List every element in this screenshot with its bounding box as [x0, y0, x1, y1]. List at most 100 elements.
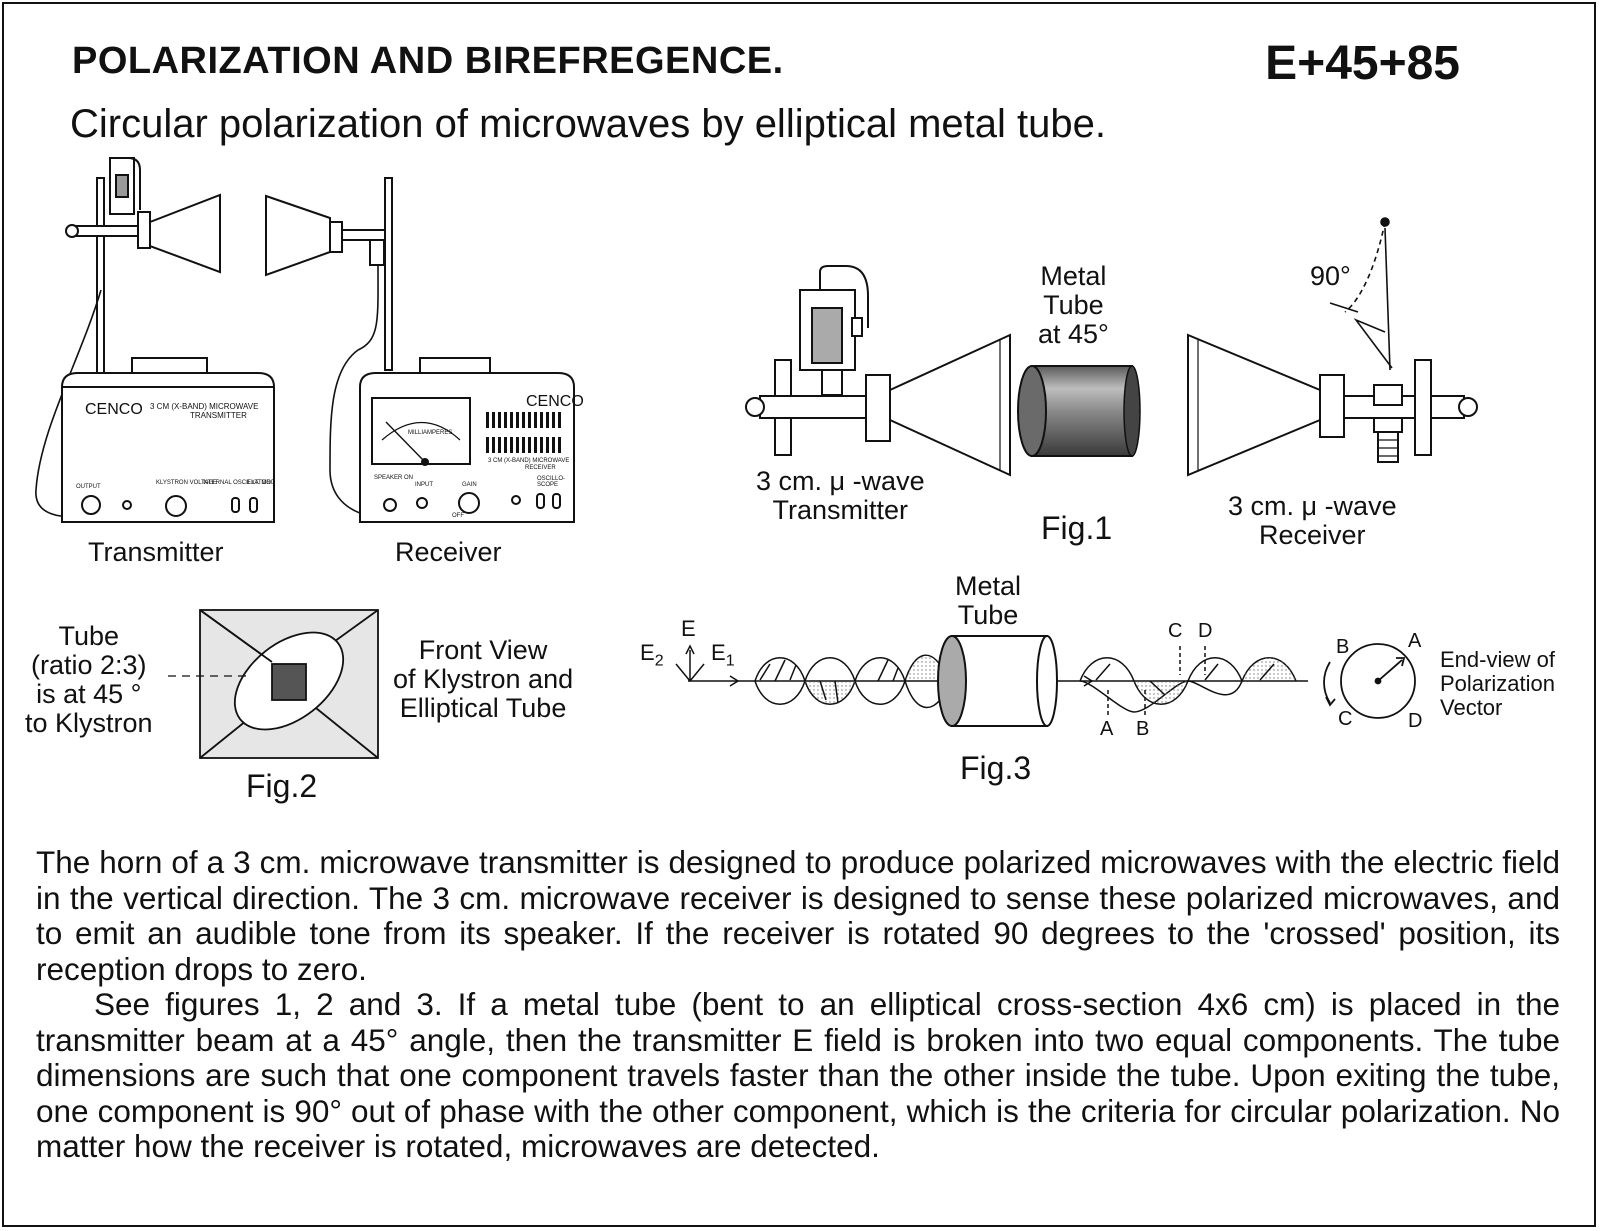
- fig1-metal-tube: [1017, 365, 1141, 457]
- grille-slot: [486, 437, 489, 453]
- grille-slot: [516, 412, 519, 428]
- grille-slot: [528, 437, 531, 453]
- grille-slot: [534, 412, 537, 428]
- fig3-c-top: C: [1168, 620, 1183, 642]
- fig3-e2-sub: 2: [654, 652, 664, 670]
- grille-slot: [546, 412, 549, 428]
- tx-panel-title-1: 3 CM (X-BAND) MICROWAVE: [150, 402, 259, 411]
- fig3-e1-sub: 1: [725, 652, 735, 670]
- tx-klystron-label: KLYSTRON VOLTAGE: [156, 480, 218, 486]
- tx-panel-title-2: TRANSMITTER: [190, 411, 247, 420]
- fig3-tube-label-line2: Tube: [957, 599, 1019, 630]
- rx-oscilloscope-label: OSCILLO-SCOPE: [537, 476, 566, 488]
- fig3-e2-label: E2: [640, 640, 664, 670]
- fig3-b-bottom: B: [1136, 718, 1150, 740]
- fig2-front-view: [168, 609, 379, 759]
- grille-slot: [552, 412, 555, 428]
- tx-extmod-label: EXT. MOD: [247, 480, 276, 486]
- description: The horn of a 3 cm. microwave transmitte…: [36, 844, 1560, 1165]
- fig2-caption: Fig.2: [246, 768, 318, 804]
- grille-slot: [486, 412, 489, 428]
- fig3-metal-tube: [937, 635, 1058, 727]
- tx-oscillator-label: INTERNAL OSCILLATOR: [202, 480, 271, 486]
- fig3-circle-b: B: [1336, 636, 1350, 658]
- rx-panel-title-1: 3 CM (X-BAND) MICROWAVE: [488, 458, 570, 464]
- grille-slot: [492, 437, 495, 453]
- grille-slot: [558, 412, 561, 428]
- grille-slot: [510, 412, 513, 428]
- rx-panel-title-2: RECEIVER: [525, 465, 556, 471]
- fig3-e-label: E: [681, 616, 696, 641]
- fig3-e1-letter: E: [711, 640, 726, 665]
- fig1-tube-label-line1: Metal: [1040, 261, 1107, 291]
- fig3-end-view-line3: Vector: [1440, 695, 1503, 721]
- rx-brand: CENCO: [526, 393, 584, 410]
- experiment-code: E+45+85: [1265, 37, 1460, 90]
- fig1-tube-label: Metal Tube at 45°: [1038, 262, 1109, 349]
- diagram-artwork: [35, 157, 1478, 759]
- fig1-receiver-label-line2: Receiver: [1259, 519, 1366, 550]
- rx-gain-label: GAIN: [462, 482, 477, 488]
- grille-slot: [498, 437, 501, 453]
- page-title: POLARIZATION AND BIREFREGENCE.: [72, 40, 784, 82]
- fig3-circle-d: D: [1408, 710, 1423, 732]
- rx-speaker-label: SPEAKER ON: [374, 475, 414, 481]
- fig3-d-top: D: [1198, 620, 1213, 642]
- fig2-front-view-line1: Front View: [418, 635, 548, 665]
- fig1-caption: Fig.1: [1041, 510, 1113, 546]
- grille-slot: [528, 412, 531, 428]
- fig2-tube-label-line4: to Klystron: [25, 707, 153, 738]
- fig2-front-view-line3: Elliptical Tube: [399, 692, 567, 723]
- fig1-receiver-label-line1: 3 cm. μ -wave: [1228, 491, 1397, 521]
- receiver-grille: [486, 412, 561, 453]
- fig1-receiver-label: 3 cm. μ -wave Receiver: [1228, 492, 1397, 550]
- fig3-end-view: [1323, 643, 1416, 719]
- fig2-front-view-label: Front View of Klystron and Elliptical Tu…: [393, 636, 573, 723]
- fig2-tube-label-line2: (ratio 2:3): [31, 649, 147, 680]
- receiver-box: [359, 357, 575, 523]
- grille-slot: [510, 437, 513, 453]
- fig3-circle-c: C: [1338, 708, 1353, 730]
- grille-slot: [492, 412, 495, 428]
- fig1-transmitter: [745, 265, 1011, 477]
- transmitter-label: Transmitter: [88, 537, 224, 567]
- fig3-caption: Fig.3: [960, 750, 1032, 786]
- description-paragraph-2: See figures 1, 2 and 3. If a metal tube …: [36, 986, 1560, 1164]
- grille-slot: [504, 437, 507, 453]
- fig1-receiver: [1187, 333, 1478, 477]
- grille-slot: [504, 412, 507, 428]
- fig3-end-view-label: End-view of Polarization Vector: [1440, 647, 1555, 721]
- tx-output-label: OUTPUT: [76, 484, 101, 490]
- rx-input-label: INPUT: [415, 482, 433, 488]
- fig3-end-view-line1: End-view of: [1440, 647, 1555, 672]
- rx-meter-label: MILLIAMPERES: [408, 430, 453, 436]
- fig3-end-view-line2: Polarization: [1440, 671, 1555, 697]
- rx-off-label: OFF: [452, 513, 464, 519]
- fig3-e2-letter: E: [640, 640, 655, 665]
- fig1-angle-label: 90°: [1310, 261, 1351, 291]
- fig1-transmitter-label-line2: Transmitter: [772, 494, 909, 525]
- fig3-circle-a: A: [1408, 630, 1422, 652]
- transmitter-box: [61, 357, 275, 523]
- grille-slot: [540, 437, 543, 453]
- fig2-tube-label-line1: Tube: [58, 621, 120, 651]
- fig3-tube-label-line1: Metal: [955, 571, 1022, 601]
- fig3-e1-label: E1: [711, 640, 735, 670]
- fig3-wave: [675, 644, 1308, 718]
- grille-slot: [498, 412, 501, 428]
- tx-brand: CENCO: [85, 401, 143, 418]
- page-subtitle: Circular polarization of microwaves by e…: [70, 102, 1106, 146]
- grille-slot: [540, 412, 543, 428]
- fig2-tube-label-line3: is at 45 °: [36, 678, 142, 709]
- fig1-rotation-arc: [1329, 217, 1393, 371]
- grille-slot: [552, 437, 555, 453]
- description-paragraph-1: The horn of a 3 cm. microwave transmitte…: [36, 844, 1560, 987]
- grille-slot: [558, 437, 561, 453]
- fig1-transmitter-label: 3 cm. μ -wave Transmitter: [756, 467, 925, 525]
- fig1-tube-label-line2: Tube: [1043, 289, 1104, 320]
- fig3-tube-label: Metal Tube: [955, 572, 1021, 630]
- receiver-label: Receiver: [395, 537, 502, 567]
- transmitter-apparatus: [35, 157, 221, 518]
- fig2-tube-label: Tube (ratio 2:3) is at 45 ° to Klystron: [25, 622, 153, 738]
